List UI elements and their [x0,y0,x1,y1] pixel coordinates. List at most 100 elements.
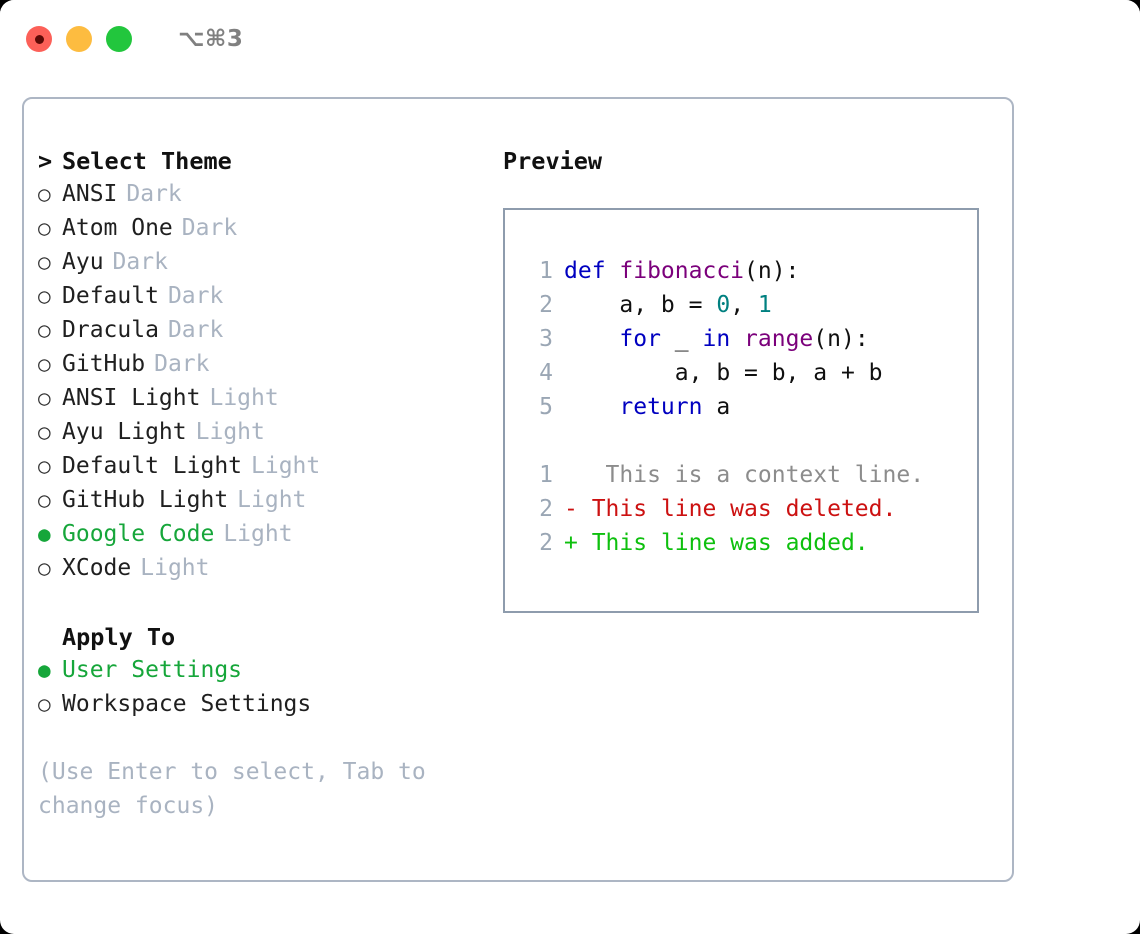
code-token-plain: (n): [813,326,869,352]
theme-name: Default Light [62,453,243,479]
code-line: 2 a, b = 0, 1 [523,292,977,326]
theme-list-item[interactable]: ○ Ayu Dark [38,249,498,283]
record-indicator-icon [34,34,44,44]
theme-list-item[interactable]: ○ Ayu Light Light [38,419,498,453]
apply-to-option[interactable]: ● User Settings [38,657,498,691]
line-number: 1 [539,462,553,488]
code-token-plain: (n): [744,258,800,284]
theme-variant-tag: Dark [167,283,224,309]
theme-list-item[interactable]: ○ Default Light Light [38,453,498,487]
theme-name: GitHub [62,351,146,377]
code-token-kw: in [702,326,731,352]
diff-line-add: 2 + This line was added. [523,530,977,564]
line-number: 5 [539,394,553,420]
code-gap [523,428,977,462]
close-button[interactable] [26,26,52,52]
diff-text: This line was added. [577,530,869,556]
line-number: 1 [539,258,553,284]
code-token-plain: a, b = [564,292,717,318]
diff-marker-icon: - [564,496,578,522]
keyboard-shortcut-label: ⌥⌘3 [178,26,244,52]
prompt-caret-icon: > [38,147,53,175]
code-token-plain [730,326,744,352]
radio-selected-icon: ● [38,658,51,682]
theme-variant-tag: Light [195,419,265,445]
line-number: 2 [539,530,553,556]
maximize-button[interactable] [106,26,132,52]
theme-variant-tag: Dark [112,249,168,275]
diff-marker-icon: + [564,530,578,556]
code-token-plain: _ [660,326,703,352]
theme-name: Ayu [62,249,104,275]
theme-list-item[interactable]: ○ GitHub Dark [38,351,498,385]
diff-sample: 1 This is a context line.2- This line wa… [523,462,977,564]
code-line: 4 a, b = b, a + b [523,360,977,394]
theme-name: Google Code [62,521,215,547]
theme-name: GitHub Light [62,487,229,513]
code-token-kw: return [619,394,703,420]
apply-to-label: User Settings [62,657,243,683]
radio-unselected-icon: ○ [38,454,51,478]
radio-unselected-icon: ○ [38,284,51,308]
diff-line-ctx: 1 This is a context line. [523,462,977,496]
code-token-fn: fibonacci [619,258,745,284]
radio-selected-icon: ● [38,522,51,546]
apply-to-option[interactable]: ○ Workspace Settings [38,691,498,725]
radio-unselected-icon: ○ [38,318,51,342]
radio-unselected-icon: ○ [38,216,51,240]
line-number: 2 [539,496,553,522]
code-token-num: 0 [716,292,731,318]
radio-unselected-icon: ○ [38,182,51,206]
code-token-kw: for [619,326,661,352]
code-token-plain: a [702,394,731,420]
list-spacer [38,589,498,623]
theme-list-item[interactable]: ● Google Code Light [38,521,498,555]
theme-name: ANSI Light [62,385,201,411]
minimize-button[interactable] [66,26,92,52]
select-theme-header: > Select Theme [38,147,498,181]
theme-variant-tag: Light [251,453,321,479]
theme-name: Ayu Light [62,419,187,445]
theme-variant-tag: Dark [154,351,210,377]
apply-to-list: ● User Settings ○ Workspace Settings [38,657,498,725]
apply-to-header: Apply To [38,623,498,657]
code-token-plain: a, b = b, a + b [564,360,883,386]
theme-name: Atom One [62,215,173,241]
line-number: 4 [539,360,553,386]
code-token-plain [564,394,619,420]
radio-unselected-icon: ○ [38,488,51,512]
theme-name: ANSI [62,181,118,207]
theme-variant-tag: Light [140,555,210,581]
radio-unselected-icon: ○ [38,420,51,444]
radio-unselected-icon: ○ [38,692,51,716]
theme-name: XCode [62,555,132,581]
theme-variant-tag: Light [209,385,279,411]
diff-text: This is a context line. [577,462,925,488]
radio-unselected-icon: ○ [38,352,51,376]
window-controls [26,26,132,52]
radio-unselected-icon: ○ [38,250,51,274]
code-line: 3 for _ in range(n): [523,326,977,360]
code-line: 5 return a [523,394,977,428]
theme-variant-tag: Light [223,521,293,547]
code-token-fn: range [744,326,814,352]
select-theme-title: Select Theme [62,147,232,175]
diff-text: This line was deleted. [577,496,897,522]
keyboard-hint: (Use Enter to select, Tab to change focu… [38,759,440,819]
line-number: 2 [539,292,553,318]
diff-marker-icon [564,462,578,488]
theme-name: Dracula [62,317,159,343]
apply-to-label: Workspace Settings [62,691,312,717]
